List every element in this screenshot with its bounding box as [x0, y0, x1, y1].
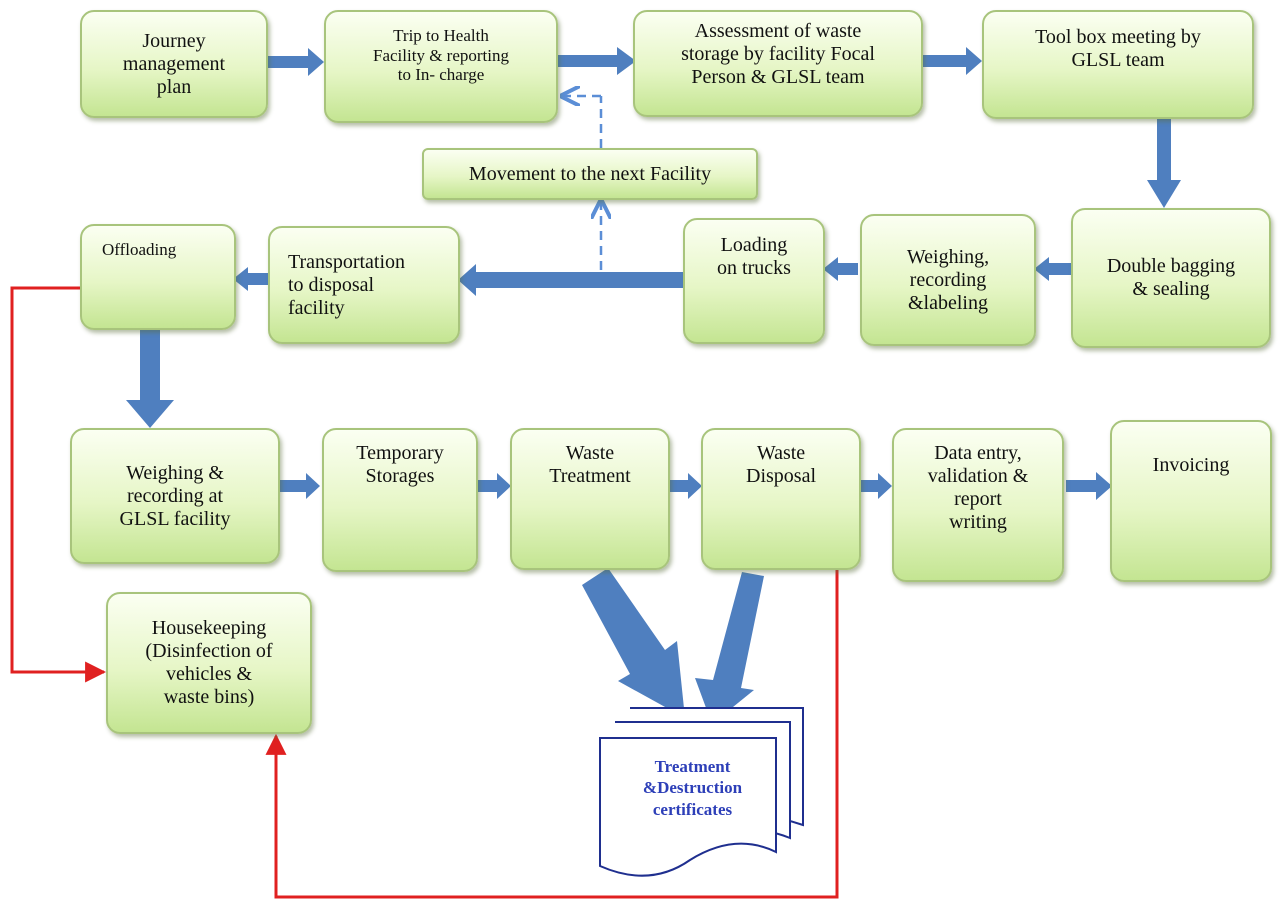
arrow-assessment-to-toolbox — [922, 47, 982, 75]
red-line-disposal-to-housekeeping — [265, 570, 839, 899]
node-movement-next-facility: Movement to the next Facility — [422, 148, 758, 200]
node-journey-management: Journey management plan — [80, 10, 268, 118]
node-transportation: Transportation to disposal facility — [268, 226, 460, 344]
node-temporary-storages: Temporary Storages — [322, 428, 478, 572]
certificate-sheet-front — [599, 737, 777, 877]
certificates-label: Treatment &Destruction certificates — [642, 757, 743, 819]
arrow-temporary-to-treatment — [478, 473, 511, 499]
node-invoicing: Invoicing — [1110, 420, 1272, 582]
arrow-dataentry-to-invoicing — [1066, 472, 1112, 500]
arrow-disposal-to-certificates — [695, 572, 764, 724]
arrow-weighing-to-loading — [823, 257, 858, 281]
node-weighing-labeling: Weighing, recording &labeling — [860, 214, 1036, 346]
arrow-toolbox-to-bagging — [1147, 118, 1181, 208]
arrow-transport-to-offloading — [233, 267, 268, 291]
node-data-entry: Data entry, validation & report writing — [892, 428, 1064, 582]
arrow-weighing-to-temporary — [278, 473, 320, 499]
node-offloading: Offloading — [80, 224, 236, 330]
arrow-bagging-to-weighing — [1034, 257, 1073, 281]
node-housekeeping: Housekeeping (Disinfection of vehicles &… — [106, 592, 312, 734]
arrow-treatment-to-certificates — [582, 568, 685, 718]
node-double-bagging: Double bagging & sealing — [1071, 208, 1271, 348]
arrow-journey-to-trip — [264, 48, 324, 76]
node-weighing-glsl-facility: Weighing & recording at GLSL facility — [70, 428, 280, 564]
arrow-offloading-to-weighing — [126, 330, 174, 428]
node-trip-to-health-facility: Trip to Health Facility & reporting to I… — [324, 10, 558, 123]
node-assessment: Assessment of waste storage by facility … — [633, 10, 923, 117]
node-waste-disposal: Waste Disposal — [701, 428, 861, 570]
arrow-loading-to-transport — [458, 264, 683, 296]
node-loading-on-trucks: Loading on trucks — [683, 218, 825, 344]
red-line-offloading-to-housekeeping — [10, 286, 107, 683]
arrow-trip-to-assessment — [557, 47, 636, 75]
node-waste-treatment: Waste Treatment — [510, 428, 670, 570]
node-toolbox-meeting: Tool box meeting by GLSL team — [982, 10, 1254, 119]
arrow-treatment-to-disposal — [670, 473, 702, 499]
arrow-disposal-to-dataentry — [860, 473, 892, 499]
